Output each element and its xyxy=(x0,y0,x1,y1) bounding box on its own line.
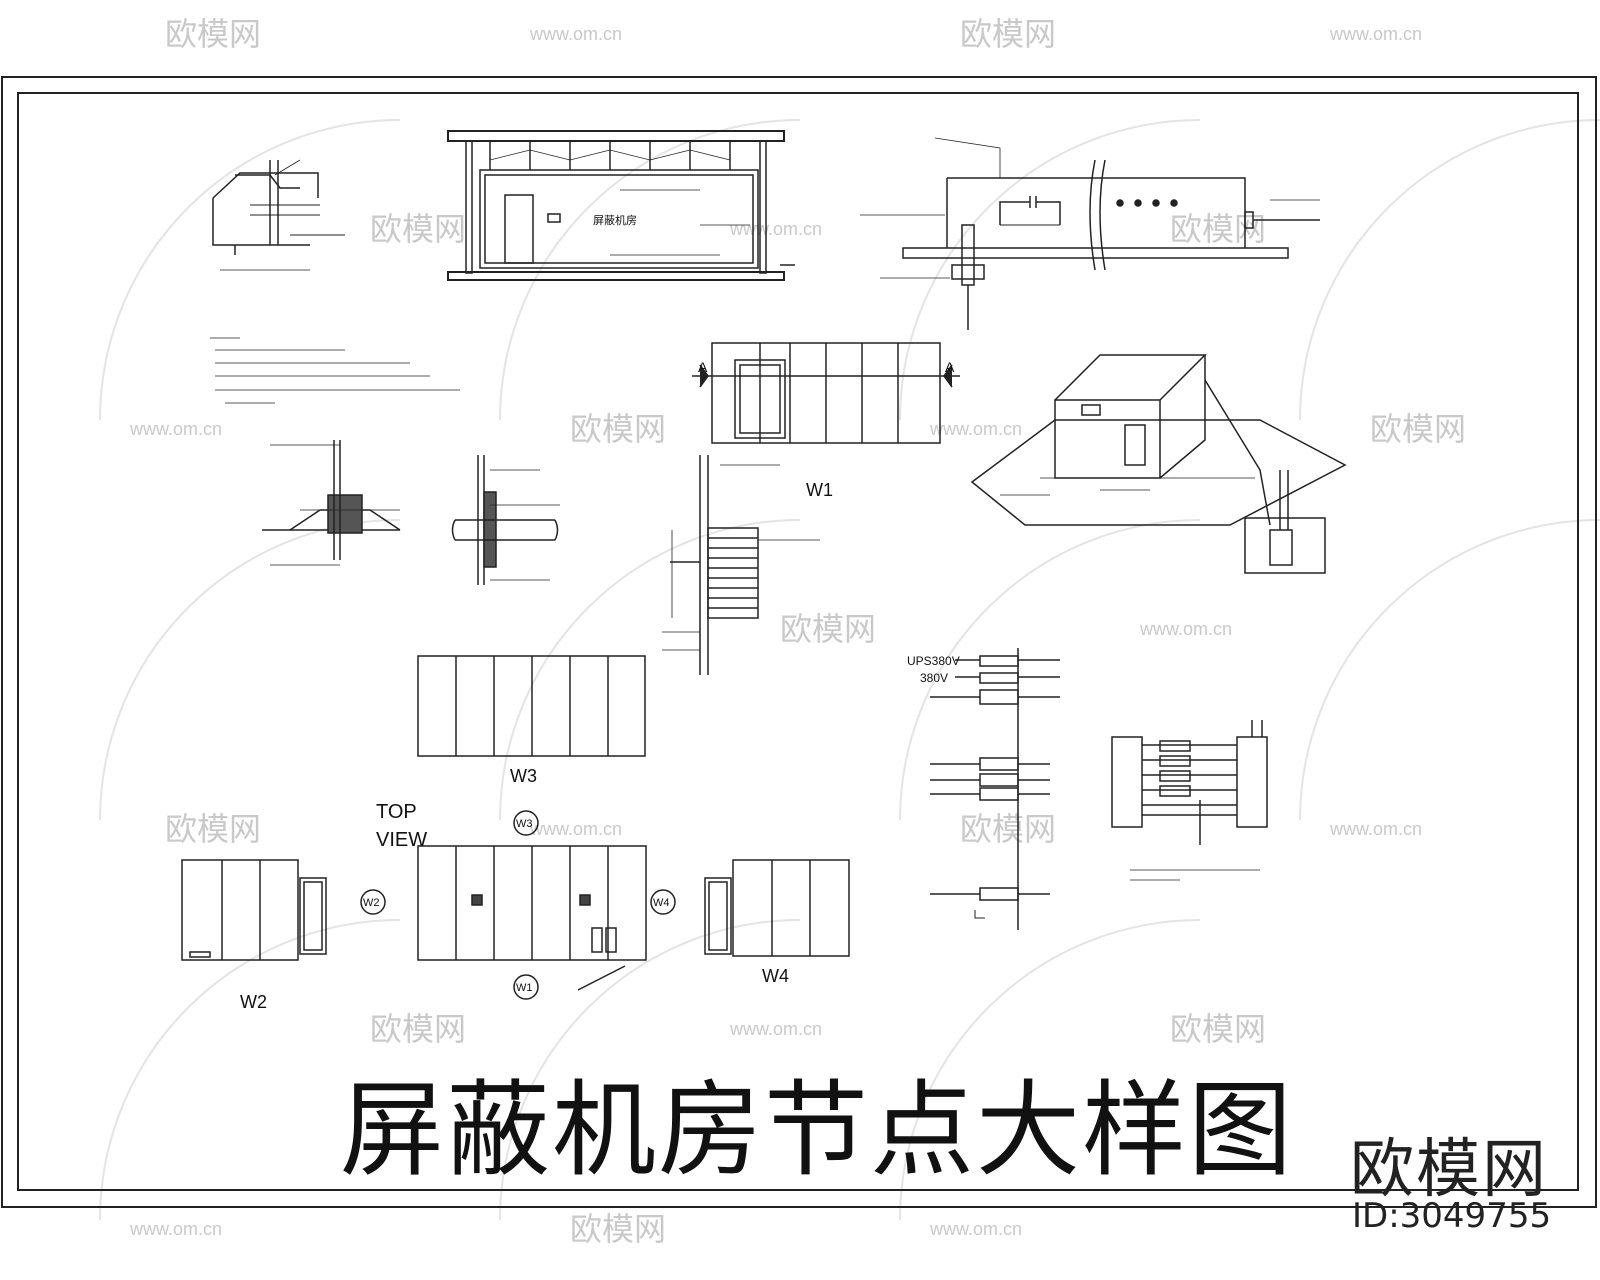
watermark-site: www.om.cn xyxy=(929,419,1022,439)
watermark-id: ID:3049755 xyxy=(1352,1196,1552,1236)
ceiling-joint-detail xyxy=(212,159,345,271)
watermark-brand: 欧模网 xyxy=(960,16,1056,52)
notes-block xyxy=(210,337,460,404)
w4-elevation xyxy=(704,859,850,957)
w1-elevation xyxy=(692,342,960,444)
filter-block-diagram xyxy=(1111,720,1268,881)
marker-w1: W1 xyxy=(516,982,533,994)
watermark-brand: 欧模网 xyxy=(570,1211,666,1247)
w2-elevation xyxy=(181,859,327,961)
w1-label: W1 xyxy=(806,480,833,500)
marker-w4: W4 xyxy=(653,897,670,909)
watermark-brand: 欧模网 xyxy=(960,811,1056,847)
v380-label: 380V xyxy=(920,671,948,685)
top-view-plan xyxy=(360,810,676,1000)
watermark-site: www.om.cn xyxy=(1139,619,1232,639)
watermark-brand: 欧模网 xyxy=(370,211,466,247)
ups-label: UPS380V xyxy=(907,654,960,668)
grounding-detail xyxy=(860,137,1320,330)
watermark-site: www.om.cn xyxy=(129,419,222,439)
w4-label: W4 xyxy=(762,966,789,986)
watermark-brand: 欧模网 xyxy=(1170,211,1266,247)
section-mark-right: A xyxy=(945,359,955,375)
top-view-label-line1: TOP xyxy=(376,801,417,823)
watermark-brand: 欧模网 xyxy=(570,411,666,447)
w2-label: W2 xyxy=(240,992,267,1012)
watermark-site: www.om.cn xyxy=(1329,819,1422,839)
watermark-site: www.om.cn xyxy=(929,1219,1022,1239)
marker-w3: W3 xyxy=(516,818,533,830)
inner-border xyxy=(17,92,1579,1191)
w3-label: W3 xyxy=(510,766,537,786)
watermark-site: www.om.cn xyxy=(729,219,822,239)
room-3d-sketch xyxy=(970,354,1347,574)
watermark-brand: 欧模网 xyxy=(780,611,876,647)
watermark-site: www.om.cn xyxy=(1329,24,1422,44)
room-label: 屏蔽机房 xyxy=(593,213,637,227)
power-single-line xyxy=(930,648,1060,930)
marker-w2: W2 xyxy=(363,897,380,909)
watermark-site: www.om.cn xyxy=(129,1219,222,1239)
drawing-title: 屏蔽机房节点大样图 xyxy=(340,1069,1295,1191)
outer-border xyxy=(1,76,1597,1208)
penetration-detail-1 xyxy=(262,440,401,566)
watermark-brand: 欧模网 xyxy=(1370,411,1466,447)
watermark-brand: 欧模网 xyxy=(165,811,261,847)
top-view-label-line2: VIEW xyxy=(376,829,427,851)
watermark-brand: 欧模网 xyxy=(1170,1011,1266,1047)
watermark-brand-logo: 欧模网 xyxy=(1350,1133,1548,1207)
honeycomb-vent-detail xyxy=(662,455,820,675)
watermark-site: www.om.cn xyxy=(529,819,622,839)
watermark-site: www.om.cn xyxy=(729,1019,822,1039)
watermark-site: www.om.cn xyxy=(529,24,622,44)
watermark-brand: 欧模网 xyxy=(165,16,261,52)
penetration-detail-2 xyxy=(451,455,560,585)
room-section xyxy=(447,130,795,281)
watermark-brand: 欧模网 xyxy=(370,1011,466,1047)
w3-elevation xyxy=(417,655,646,757)
section-mark-left: A xyxy=(698,359,708,375)
